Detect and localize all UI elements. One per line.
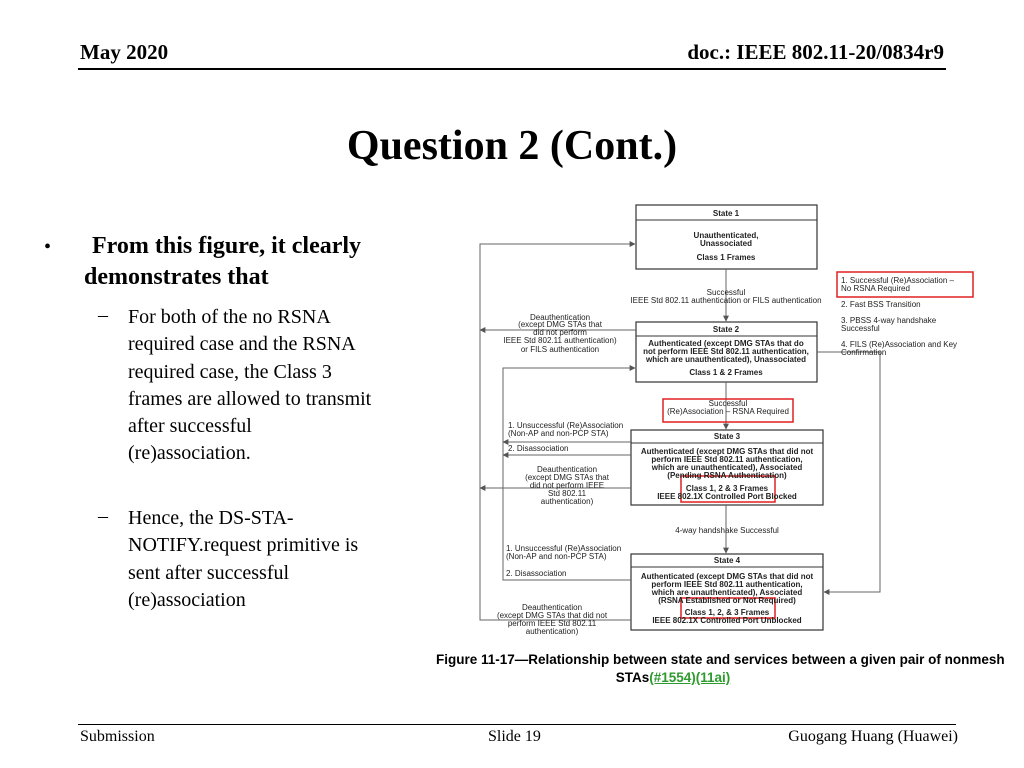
diagram-label: Successful [709,399,748,408]
diagram-label: (except DMG STAs that [518,320,603,329]
sub-bullet-line: Hence, the DS-STA- [128,507,294,529]
footer-slide-number: Slide 19 [488,728,541,745]
sub-bullet-marker: – [98,505,108,527]
footer-divider [78,724,956,725]
sub-bullet-line: For both of the no RSNA [128,306,331,328]
sub-bullet-line: sent after successful [128,561,290,584]
diagram-label: Deauthentication [522,603,582,612]
diagram-label: IEEE 802.1X Controlled Port Blocked [657,492,797,501]
diagram-label: did not perform [533,328,587,337]
diagram-label: Successful [841,324,880,333]
sub-bullet-text: For both of the no RSNA required case an… [128,304,413,468]
diagram-label: authentication) [526,627,579,636]
sub-bullet-line: required case and the RSNA [128,333,356,356]
diagram-label: which are unauthenticated), Unassociated [645,355,806,364]
highlight-no-rsna [836,271,974,298]
highlight-boxes [662,271,974,619]
diagram-label: not perform IEEE Std 802.11 authenticati… [643,347,809,356]
slide-title: Question 2 (Cont.) [346,123,678,169]
diagram-label: IEEE Std 802.11 authentication or FILS a… [630,296,821,305]
diagram-label: or FILS authentication [521,345,599,354]
caption-link[interactable]: (#1554)(11ai) [649,670,731,685]
diagram-label: Class 1, 2, & 3 Frames [685,608,770,617]
arrow-right-bypass [817,351,881,595]
diagram-label: Unassociated [700,239,752,248]
diagram-label: 1. Successful (Re)Association – [841,276,954,285]
diagram-label: Unauthenticated, [694,231,759,240]
sub-bullet-line: required case, the Class 3 [128,360,332,383]
diagram-label: 2. Disassociation [506,569,566,578]
diagram-label: 2. Disassociation [508,444,568,453]
diagram-label: (Pending RSNA Authentication) [667,471,787,480]
diagram-label: (Non-AP and non-PCP STA) [506,552,607,561]
diagram-label: (except DMG STAs that did not [497,611,608,620]
diagram-label: Deauthentication [537,465,597,474]
diagram-label: Class 1 & 2 Frames [689,368,763,377]
sub-bullet-line: after successful [128,415,252,438]
sub-bullet-line: frames are allowed to transmit [128,387,372,410]
figure-caption: Figure 11-17—Relationship between state … [436,651,1024,687]
diagram-label: perform IEEE Std 802.11 authentication, [651,455,802,464]
sub-bullet-line: (re)association [128,588,246,611]
arrow-left-outer [479,241,636,621]
highlight-s4-frames [680,597,776,619]
header-doc-id: doc.: IEEE 802.11-20/0834r9 [687,40,944,64]
diagram-label: IEEE 802.1X Controlled Port Unblocked [652,616,801,625]
diagram-label: (except DMG STAs that [525,473,610,482]
header-date: May 2020 [80,40,169,64]
diagram-label: (RSNA Established or Not Required) [658,596,796,605]
state-1-box [635,204,818,270]
sub-bullet-line: (re)association. [128,442,251,465]
state-4-title: State 4 [714,556,741,565]
footer-author: Guogang Huang (Huawei) [788,728,958,745]
diagram-label: Class 1, 2 & 3 Frames [686,484,769,493]
caption-line-1: Figure 11-17—Relationship between state … [436,652,1005,667]
diagram-label: 1. Unsuccessful (Re)Association [506,544,621,553]
footer-submission: Submission [80,728,155,745]
diagram-label: perform IEEE Std 802.11 authentication, [651,580,802,589]
sub-bullet-line: NOTIFY.request primitive is [128,534,359,557]
caption-prefix: STAs [615,670,650,685]
diagram-label: Class 1 Frames [697,253,756,262]
diagram-label: 4. FILS (Re)Association and Key [841,340,957,349]
bullet-text: From this figure, it clearly demonstrate… [84,231,424,293]
caption-line-2: STAs(#1554)(11ai) [436,669,910,687]
diagram-label: (Non-AP and non-PCP STA) [508,429,609,438]
state-3-title: State 3 [714,432,741,441]
state-2-box [635,321,818,383]
diagram-label: Authenticated (except DMG STAs that did … [641,572,814,581]
sub-bullet-marker: – [98,304,108,326]
highlight-s3-frames [680,475,776,503]
diagram-label: perform IEEE Std 802.11 [508,619,597,628]
state-3-box [630,429,824,506]
diagram-label: authentication) [541,497,594,506]
state-4-box [630,553,824,631]
diagram-label: Authenticated (except DMG STAs that do [648,339,804,348]
highlight-rsna-required [662,398,794,423]
diagram-label: IEEE Std 802.11 authentication) [503,336,617,345]
diagram-label: (Re)Association – RSNA Required [667,407,789,416]
diagram-label: 3. PBSS 4-way handshake [841,316,937,325]
diagram-label: 1. Unsuccessful (Re)Association [508,421,623,430]
diagram-label: Deauthentication [530,313,590,322]
diagram-label: Successful [707,288,746,297]
arrow-left-inner [502,365,636,581]
diagram-label: 2. Fast BSS Transition [841,300,921,309]
sub-bullet-text: Hence, the DS-STA- NOTIFY.request primit… [128,505,413,614]
diagram-label: Confirmation [841,348,886,357]
diagram-label: did not perform IEEE [530,481,604,490]
header-divider [78,68,946,70]
diagram-label: which are unauthenticated), Associated [651,588,803,597]
bullet-text-line: From this figure, it clearly [92,233,362,259]
diagram-label: Authenticated (except DMG STAs that did … [641,447,814,456]
diagram-label: 4-way handshake Successful [675,526,779,535]
bullet-marker: • [44,236,52,258]
diagram-label: which are unauthenticated), Associated [651,463,803,472]
state-1-title: State 1 [713,209,740,218]
diagram-label: No RSNA Required [841,284,910,293]
diagram-label: Std 802.11 [548,489,587,498]
bullet-text-line: demonstrates that [84,264,269,290]
state-2-title: State 2 [713,325,740,334]
